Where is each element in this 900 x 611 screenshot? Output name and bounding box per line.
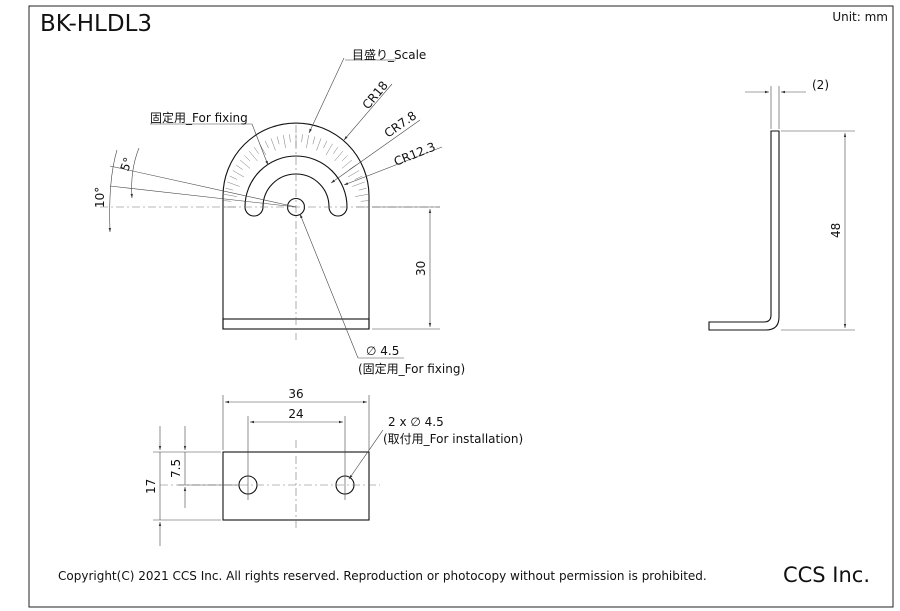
angle-10-arc bbox=[108, 149, 118, 233]
scale-label: 目盛り_Scale bbox=[352, 47, 426, 62]
scale-leader bbox=[308, 57, 345, 134]
width-24-label: 24 bbox=[288, 407, 303, 421]
bottom-view: 36 24 17 7.5 2 x ∅ 4.5 (取付用_For installa… bbox=[144, 387, 523, 546]
angle-10-label: 10° bbox=[93, 187, 107, 208]
cr123-label: CR12.3 bbox=[392, 140, 438, 169]
for-fixing-leader bbox=[251, 123, 269, 166]
angle-10-line bbox=[109, 165, 297, 208]
scale-tick bbox=[232, 170, 245, 178]
scale-tick bbox=[341, 155, 348, 162]
angle-5-label: 5° bbox=[118, 155, 136, 173]
scale-tick bbox=[236, 164, 243, 170]
scale-tick bbox=[352, 181, 365, 187]
scale-tick bbox=[248, 150, 258, 162]
scale-tick bbox=[283, 135, 286, 148]
scale-tick bbox=[334, 150, 344, 162]
hole-leader bbox=[299, 213, 359, 359]
width-36-label: 36 bbox=[288, 387, 303, 401]
scale-tick bbox=[244, 155, 251, 162]
unit-label: Unit: mm bbox=[832, 10, 888, 24]
scale-tick bbox=[354, 175, 363, 180]
scale-tick bbox=[227, 181, 240, 187]
side-view-outline bbox=[708, 130, 780, 331]
angle-5-line bbox=[109, 185, 297, 208]
side-view: (2) 48 bbox=[708, 78, 855, 331]
front-view: 10° 5° 目盛り_Scale 固定用_For fixing CR18 CR7… bbox=[93, 47, 465, 376]
drawing-title: BK-HLDL3 bbox=[40, 11, 152, 37]
front-view-outline bbox=[222, 122, 370, 330]
height-30-label: 30 bbox=[414, 261, 428, 276]
for-fixing-label: 固定用_For fixing bbox=[150, 110, 248, 125]
scale-tick bbox=[223, 200, 232, 202]
scale-tick bbox=[347, 170, 360, 178]
scale-tick bbox=[333, 147, 339, 154]
installation-hole-leader bbox=[348, 429, 384, 480]
scale-tick bbox=[306, 135, 309, 148]
scale-tick bbox=[229, 175, 238, 180]
scale-tick bbox=[325, 143, 333, 156]
company-name: CCS Inc. bbox=[783, 563, 870, 587]
angle-5-arc bbox=[130, 147, 140, 199]
cr18-leader bbox=[343, 83, 393, 141]
scale-tick bbox=[341, 159, 353, 169]
scale-tick bbox=[239, 159, 251, 169]
height-17-label: 17 bbox=[144, 479, 158, 494]
scale-tick bbox=[289, 134, 291, 143]
scale-tick bbox=[224, 194, 237, 197]
installation-hole-note-label: (取付用_For installation) bbox=[383, 432, 523, 446]
scale-tick bbox=[270, 138, 276, 151]
scale-tick bbox=[360, 200, 369, 202]
scale-tick bbox=[264, 140, 269, 149]
installation-hole-count-label: 2 x ∅ 4.5 bbox=[388, 415, 444, 429]
scale-tick bbox=[358, 187, 367, 191]
height-7-5-label: 7.5 bbox=[169, 459, 183, 478]
copyright-notice: Copyright(C) 2021 CCS Inc. All rights re… bbox=[58, 569, 707, 583]
drawing-frame bbox=[28, 5, 894, 608]
scale-tick bbox=[355, 194, 368, 197]
scale-tick bbox=[323, 140, 328, 149]
hole-diameter-label: ∅ 4.5 bbox=[366, 344, 399, 358]
hole-note-label: (固定用_For fixing) bbox=[358, 361, 465, 376]
scale-tick bbox=[253, 147, 259, 154]
cr123-leader bbox=[343, 146, 443, 186]
scale-tick bbox=[225, 187, 234, 191]
scale-tick bbox=[312, 136, 316, 145]
height-48-label: 48 bbox=[829, 223, 843, 238]
cr18-label: CR18 bbox=[360, 78, 391, 112]
cr78-leader bbox=[330, 119, 421, 184]
scale-tick bbox=[316, 138, 322, 151]
thickness-label: (2) bbox=[812, 78, 829, 92]
scale-tick bbox=[276, 136, 280, 145]
scale-tick bbox=[301, 134, 303, 143]
